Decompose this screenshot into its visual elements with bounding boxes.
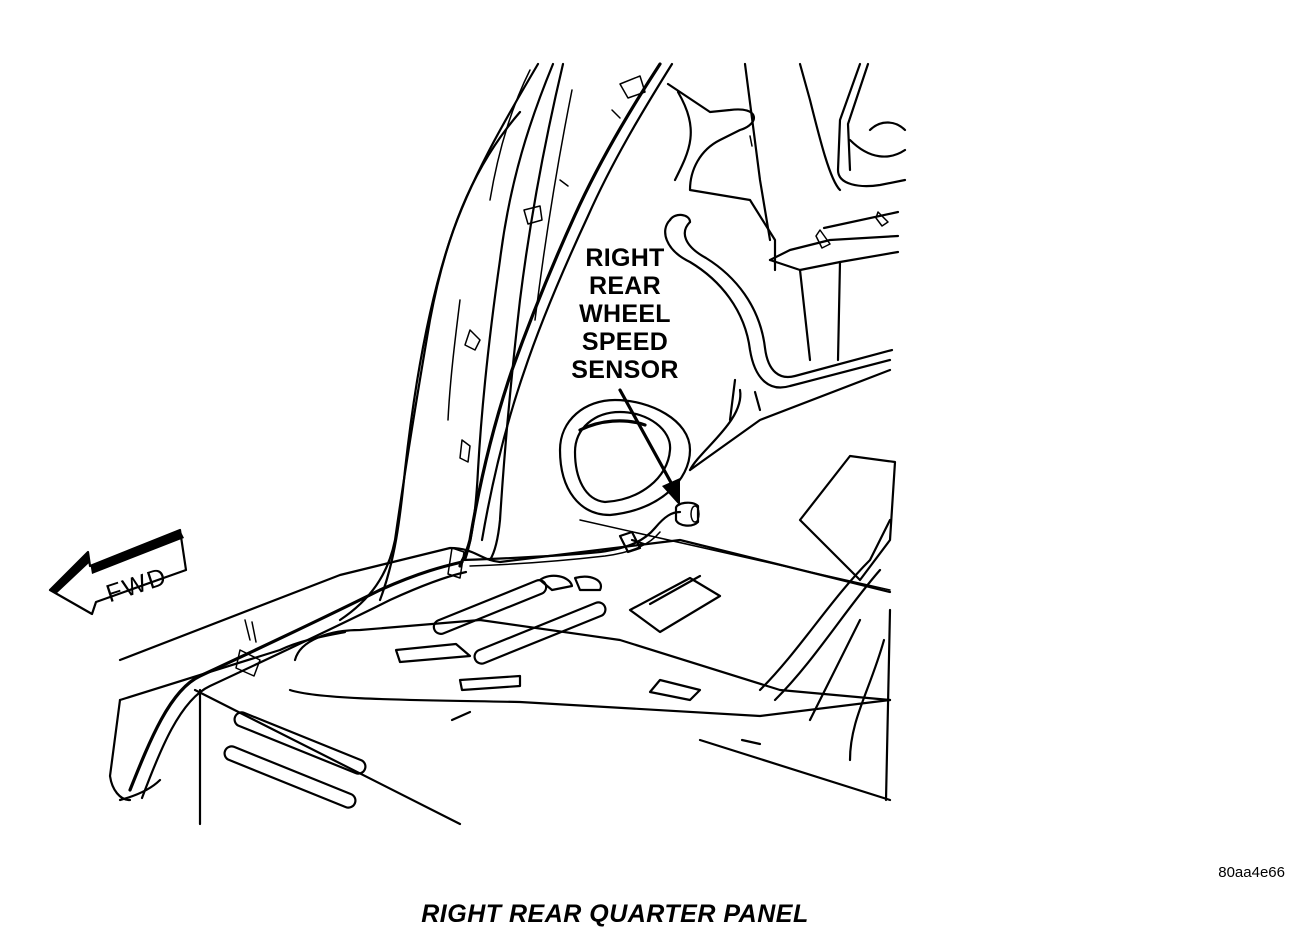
callout-line: SENSOR <box>571 356 679 384</box>
figure-caption: RIGHT REAR QUARTER PANEL <box>421 900 809 928</box>
panel-channel <box>664 213 894 472</box>
callout-line: REAR <box>588 272 662 300</box>
fwd-arrow: FWD <box>48 528 188 616</box>
callout-line: SPEED <box>581 328 669 356</box>
trunk-floor <box>108 519 892 826</box>
callout-line: RIGHT <box>585 244 665 272</box>
access-hole <box>558 398 692 517</box>
sill-harness <box>118 547 468 802</box>
callout-line: WHEEL <box>579 300 671 328</box>
floor-ribs <box>223 454 897 809</box>
wheel-speed-sensor <box>674 501 700 527</box>
inner-panel-structure <box>666 62 907 362</box>
sensor-wire <box>460 510 682 567</box>
wire-harness <box>458 62 674 568</box>
quarter-panel-arch <box>338 62 573 622</box>
figure-id: 80aa4e66 <box>1218 864 1285 881</box>
sensor-callout-label: RIGHT REAR WHEEL SPEED SENSOR <box>540 244 710 384</box>
